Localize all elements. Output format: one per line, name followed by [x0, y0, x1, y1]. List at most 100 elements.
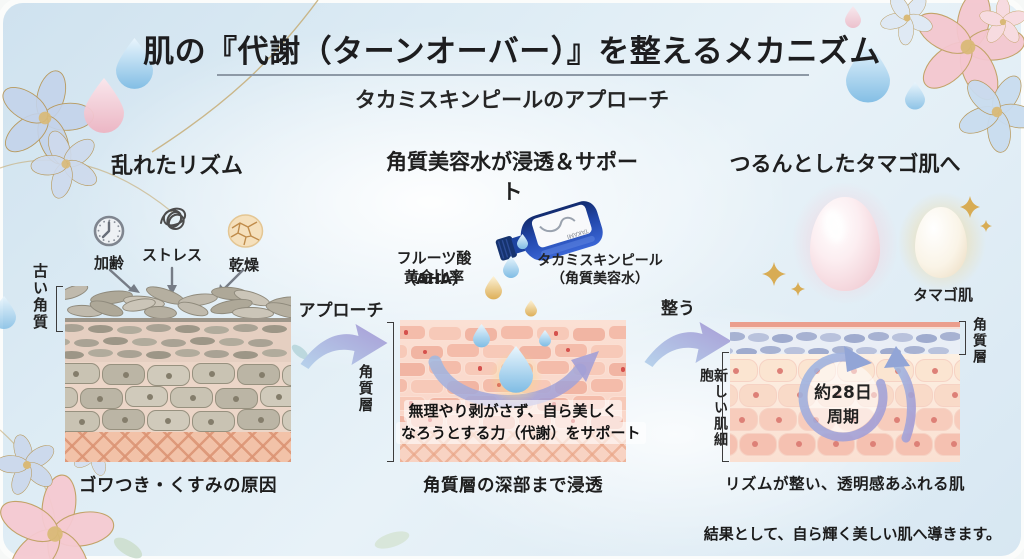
cell-nucleus [796, 441, 802, 447]
skin-cell [170, 387, 213, 408]
skin-cell [608, 325, 626, 340]
skin-cell [146, 324, 171, 332]
skin-cell [192, 363, 235, 384]
skin-cell [65, 351, 84, 360]
cell-nucleus [146, 393, 153, 400]
cell-nucleus [739, 416, 745, 423]
cell-nucleus [207, 418, 214, 425]
skin-cell [400, 343, 408, 359]
skin-cell [204, 350, 229, 359]
skin-cell [400, 325, 426, 340]
skin-cell [175, 325, 200, 333]
egg-skin-label: タマゴ肌 [912, 286, 973, 304]
skin-cell [102, 364, 145, 385]
skin-cell [760, 345, 781, 354]
skin-cell [175, 349, 200, 358]
aha-note-line2: 黄金比率 [403, 268, 464, 286]
skin-cell [102, 409, 145, 430]
skin-cell [233, 324, 258, 332]
skin-cell [736, 347, 757, 354]
old-keratin-bracket [56, 286, 63, 332]
clock-icon [93, 215, 125, 247]
support-text-line2: なろうとする力（代謝）をサポート [396, 422, 646, 444]
skin-cell [262, 325, 287, 333]
skin-cell [832, 345, 853, 354]
aha-note-line1: フルーツ酸（AHA） [396, 249, 472, 288]
cell-nucleus [931, 416, 937, 423]
surface-separator [730, 327, 960, 329]
footer-note: 結果として、自ら輝く美しい肌へ導きます。 [703, 525, 1001, 543]
keratin-layer-bracket [387, 322, 394, 462]
cell-nucleus [477, 366, 483, 371]
cell-nucleus [78, 418, 85, 425]
support-text: 無理やり剥がさず、自ら美しく なろうとする力（代謝）をサポート [396, 400, 646, 444]
skin-cell [146, 351, 171, 360]
skin-cell [237, 364, 280, 385]
product-note-line2: （角質美容水） [551, 271, 649, 287]
skin-cell [572, 327, 606, 342]
skin-cell [215, 388, 258, 409]
panel-heading: 乱れたリズム [110, 153, 243, 179]
cell-nucleus [932, 367, 938, 374]
skin-cell [260, 386, 291, 407]
cell-nucleus [894, 416, 900, 423]
cell-nucleus [952, 392, 958, 398]
skin-cell [759, 408, 797, 431]
cause-label-dryness: 乾燥 [228, 256, 259, 274]
skin-cell [739, 432, 777, 456]
new-cells-bracket [722, 352, 729, 462]
skin-cell [65, 337, 70, 346]
skin-cell [608, 362, 626, 377]
skin-surface-line [65, 318, 291, 322]
improve-swoosh-arrow-icon [644, 322, 732, 367]
healthy-surface-strip [730, 322, 960, 327]
skin-cell [103, 336, 128, 345]
product-note-line1: タカミスキンピール [537, 253, 663, 269]
skin-cell [65, 387, 78, 408]
skin-cell [915, 408, 953, 431]
cycle-label-line1: 約28日 [814, 383, 872, 403]
skin-cell [248, 338, 273, 347]
cell-nucleus [753, 392, 759, 398]
skin-cell [892, 333, 913, 342]
skin-cell [446, 342, 480, 358]
panel-caption: リズムが整い、透明感あふれる肌 [724, 475, 965, 493]
skin-cell [856, 346, 877, 354]
cell-nucleus [553, 331, 559, 336]
skin-cell [934, 432, 960, 456]
panel-heading: つるんとしたタマゴ肌へ [729, 151, 961, 176]
skin-cell [117, 326, 142, 334]
skin-cell [748, 333, 769, 342]
skin-cell [590, 377, 624, 393]
cell-nucleus [776, 416, 782, 423]
skin-cell [262, 349, 287, 358]
skin-cell [772, 334, 793, 343]
cause-label-stress: ストレス [142, 246, 203, 264]
improve-arrow-label: 整う [661, 299, 695, 319]
skin-cell [730, 359, 758, 382]
cell-nucleus [165, 372, 172, 379]
skin-cell [161, 338, 186, 347]
skin-cell [132, 337, 157, 346]
page-title: 肌の『代謝（ターンオーバー）』を整えるメカニズム [143, 34, 881, 70]
skin-cell [117, 350, 142, 359]
lotion-drops-icon [473, 234, 551, 405]
skin-cell [65, 411, 100, 432]
new-cells-label: 新しい肌細胞 [698, 368, 728, 448]
skin-cell [192, 411, 235, 432]
skin-cell [934, 383, 960, 407]
skin-cell [65, 324, 84, 332]
panel-caption: 角質層の深部まで浸透 [423, 476, 603, 496]
skin-cell [759, 359, 797, 382]
skin-cell [400, 362, 426, 377]
skin-cell [784, 346, 805, 354]
skin-cell [904, 345, 925, 354]
turnover-cycle-arrow-icon [798, 346, 916, 443]
cell-nucleus [565, 347, 571, 353]
glossy-skin-egg [810, 197, 880, 291]
panel-caption: ゴワつき・くすみの原因 [79, 476, 277, 496]
skin-cell [940, 332, 960, 341]
title-underline [217, 74, 809, 76]
cell-nucleus [733, 367, 739, 374]
